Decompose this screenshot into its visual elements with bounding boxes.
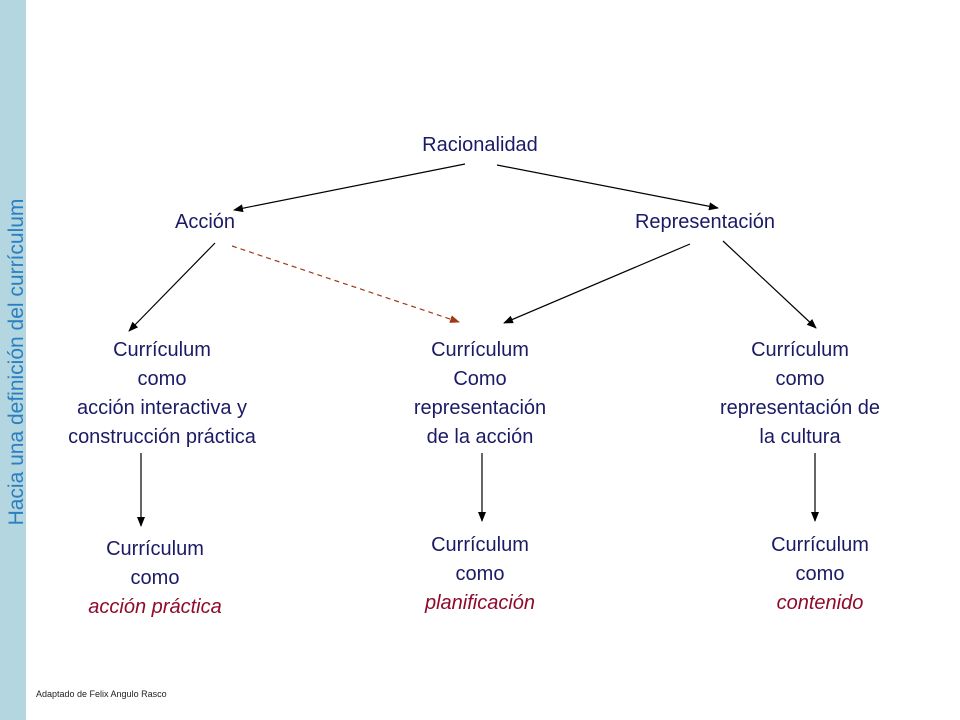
credit-note: Adaptado de Felix Angulo Rasco (36, 689, 167, 699)
arrow-representacion-to-right (722, 240, 817, 329)
node-racionalidad-label: Racionalidad (422, 134, 538, 156)
node-line: Currículum (113, 339, 211, 361)
node-line: representación (413, 397, 547, 419)
node-line: la cultura (759, 426, 841, 448)
node-racionalidad: Racionalidad (380, 131, 580, 160)
node-curriculum-planificacion: Currículum como planificación (380, 531, 580, 618)
node-curriculum-representacion-accion: Currículum Como representación de la acc… (380, 336, 580, 452)
node-representacion-label: Representación (634, 211, 776, 233)
node-highlight: contenido (776, 592, 864, 614)
arrow-accion-to-middle-dashed (231, 245, 460, 323)
node-line: Como (453, 368, 507, 390)
node-representacion: Representación (605, 208, 805, 237)
node-line: como (137, 368, 187, 390)
node-line: como (795, 563, 845, 585)
node-line: Currículum (106, 538, 204, 560)
arrow-representacion-to-middle (503, 243, 691, 324)
node-accion-label: Acción (174, 211, 236, 233)
node-curriculum-representacion-cultura: Currículum como representación de la cul… (680, 336, 920, 452)
side-band (0, 0, 26, 720)
node-line: Currículum (431, 534, 529, 556)
node-curriculum-contenido: Currículum como contenido (720, 531, 920, 618)
node-highlight: planificación (424, 592, 536, 614)
node-line: como (775, 368, 825, 390)
node-line: Currículum (431, 339, 529, 361)
arrow-accion-to-left (128, 242, 216, 332)
node-line: como (455, 563, 505, 585)
arrow-root-to-representacion (496, 164, 719, 211)
node-line: representación de (719, 397, 881, 419)
node-line: como (130, 567, 180, 589)
node-curriculum-accion-interactiva: Currículum como acción interactiva y con… (30, 336, 294, 452)
node-line: construcción práctica (68, 426, 256, 448)
node-line: Currículum (751, 339, 849, 361)
node-highlight: acción práctica (88, 596, 222, 618)
node-line: de la acción (426, 426, 534, 448)
node-line: Currículum (771, 534, 869, 556)
node-accion: Acción (145, 208, 265, 237)
node-curriculum-accion-practica: Currículum como acción práctica (55, 535, 255, 622)
node-line: acción interactiva y (76, 397, 248, 419)
arrow-root-to-accion (233, 163, 466, 213)
